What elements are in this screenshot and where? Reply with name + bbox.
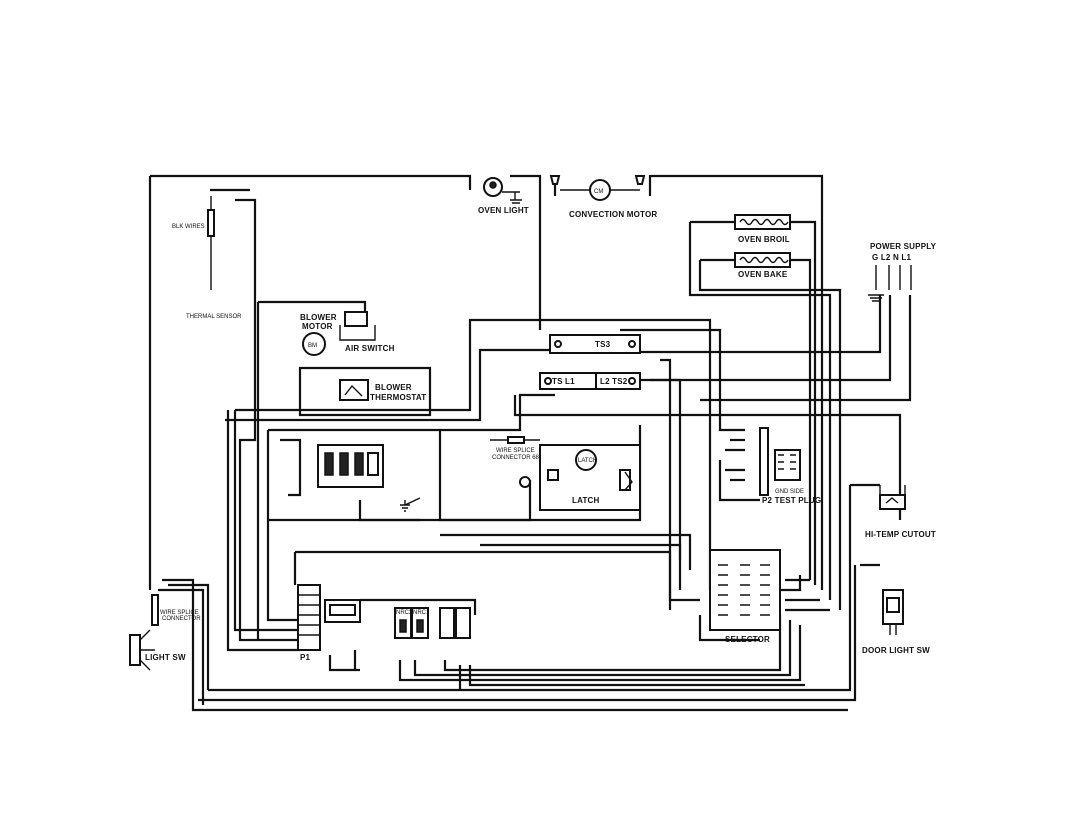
electronic-control bbox=[324, 599, 361, 623]
svg-text:CONNECTOR: CONNECTOR bbox=[162, 616, 201, 622]
l2-ts2-label: L2 TS2 bbox=[600, 377, 628, 386]
svg-text:GND SIDE: GND SIDE bbox=[775, 489, 804, 495]
p1-terminal-strip: P1 bbox=[297, 584, 321, 662]
svg-text:BLK WIRES: BLK WIRES bbox=[172, 224, 205, 230]
svg-text:BLOWER: BLOWER bbox=[375, 383, 412, 392]
blower-thermostat: BLOWER THERMOSTAT bbox=[339, 379, 426, 402]
svg-text:MOTOR: MOTOR bbox=[302, 322, 333, 331]
door-light-switch: DOOR LIGHT SW bbox=[862, 589, 930, 655]
blower-motor-symbol: BM bbox=[308, 343, 317, 349]
hi-temp-cutout: HI-TEMP CUTOUT bbox=[865, 485, 936, 539]
convection-motor: CM CONVECTION MOTOR bbox=[549, 175, 657, 219]
convection-motor-symbol: CM bbox=[594, 189, 603, 195]
air-switch: AIR SWITCH bbox=[339, 311, 395, 353]
latch-assembly: LATCH LATCH WIRE SPLICE CONNECTOR 68 bbox=[490, 436, 641, 511]
selector-switch: SELECTOR bbox=[709, 549, 781, 644]
hi-temp-cutout-label: HI-TEMP CUTOUT bbox=[865, 530, 936, 539]
thermostat-relay-block: TS3 TS L1 L2 TS2 bbox=[539, 334, 641, 390]
ts3-label: TS3 bbox=[595, 340, 611, 349]
wiring-harness bbox=[148, 174, 912, 712]
power-supply-label: POWER SUPPLY bbox=[870, 242, 937, 251]
power-supply: POWER SUPPLY G L2 N L1 bbox=[868, 242, 937, 302]
p2-test-plug: GND SIDE P2 TEST PLUG bbox=[759, 427, 821, 505]
svg-text:THERMOSTAT: THERMOSTAT bbox=[370, 393, 426, 402]
convection-motor-label: CONVECTION MOTOR bbox=[569, 210, 657, 219]
oven-broil-element: OVEN BROIL bbox=[690, 214, 791, 244]
thermal-sensor-label: THERMAL SENSOR bbox=[186, 314, 242, 320]
latch-motor-label: LATCH bbox=[578, 458, 597, 464]
ground-symbol bbox=[400, 497, 421, 512]
nrc2-label: NRC2 bbox=[396, 610, 413, 616]
latch-label: LATCH bbox=[572, 496, 600, 505]
thermal-sensor: BLK WIRES THERMAL SENSOR bbox=[172, 196, 242, 320]
relay-board bbox=[317, 444, 384, 488]
p1-label: P1 bbox=[300, 653, 311, 662]
oven-light: OVEN LIGHT bbox=[478, 177, 529, 215]
oven-broil-label: OVEN BROIL bbox=[738, 235, 790, 244]
light-sw-label: LIGHT SW bbox=[145, 653, 186, 662]
air-switch-label: AIR SWITCH bbox=[345, 344, 395, 353]
power-terminals-label: G L2 N L1 bbox=[872, 253, 911, 262]
oven-bake-element: OVEN BAKE bbox=[700, 252, 791, 279]
blower-motor: BM BLOWER MOTOR bbox=[300, 313, 337, 356]
wire-splice-left-label: WIRE SPLICE bbox=[160, 610, 199, 616]
ts-l1-label: TS L1 bbox=[552, 377, 575, 386]
wire-splice-top-label: WIRE SPLICE bbox=[496, 448, 535, 454]
svg-text:CONNECTOR 68: CONNECTOR 68 bbox=[492, 455, 540, 461]
door-light-sw-label: DOOR LIGHT SW bbox=[862, 646, 930, 655]
oven-bake-label: OVEN BAKE bbox=[738, 270, 788, 279]
oven-light-label: OVEN LIGHT bbox=[478, 206, 529, 215]
light-switch: LIGHT SW WIRE SPLICE CONNECTOR bbox=[129, 594, 201, 671]
nrc1-label: NRC1 bbox=[413, 610, 430, 616]
selector-label: SELECTOR bbox=[725, 635, 770, 644]
test-plug-label: P2 TEST PLUG bbox=[762, 496, 821, 505]
relay-row: NRC2 NRC1 bbox=[394, 607, 471, 639]
svg-text:BLOWER: BLOWER bbox=[300, 313, 337, 322]
